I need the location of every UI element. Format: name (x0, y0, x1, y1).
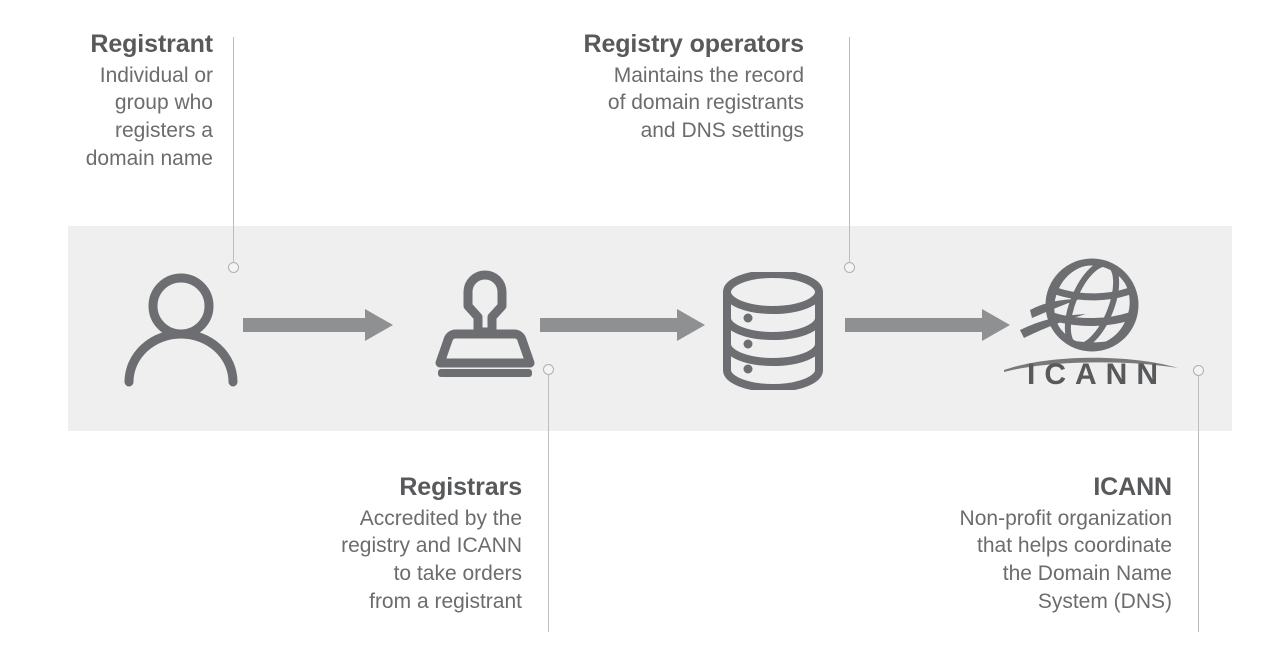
label-icann: ICANN Non-profit organization that helps… (878, 471, 1173, 616)
connector-dot-icann (1193, 365, 1204, 376)
label-registry-operators: Registry operators Maintains the record … (479, 28, 805, 145)
label-registrant: Registrant Individual or group who regis… (13, 28, 213, 173)
connector-line-registrars (548, 375, 549, 632)
connector-dot-registrars (543, 364, 554, 375)
label-registry-operators-description: Maintains the record of domain registran… (607, 63, 804, 143)
arrow-registry-to-icann (845, 309, 1010, 341)
person-icon (118, 270, 244, 388)
database-icon (722, 270, 824, 392)
label-icann-title: ICANN (1093, 473, 1172, 501)
connector-dot-registrant (228, 262, 239, 273)
label-icann-description: Non-profit organization that helps coord… (959, 506, 1172, 614)
connector-line-registrant (233, 37, 234, 262)
stamp-icon (430, 270, 540, 380)
label-registry-operators-title: Registry operators (583, 30, 805, 58)
icann-wordmark: ICANN (1027, 358, 1167, 391)
arrow-registrars-to-registry (540, 309, 705, 341)
label-registrars-title: Registrars (399, 473, 522, 501)
arrow-registrant-to-registrars (243, 309, 393, 341)
icann-globe-logo: ICANN (1000, 258, 1185, 391)
connector-dot-registry-operators (844, 262, 855, 273)
connector-line-icann (1198, 376, 1199, 632)
connector-line-registry-operators (849, 37, 850, 262)
label-registrant-description: Individual or group who registers a doma… (85, 63, 213, 171)
label-registrant-title: Registrant (90, 30, 213, 58)
label-registrars: Registrars Accredited by the registry an… (275, 471, 522, 616)
label-registrars-description: Accredited by the registry and ICANN to … (341, 506, 522, 614)
